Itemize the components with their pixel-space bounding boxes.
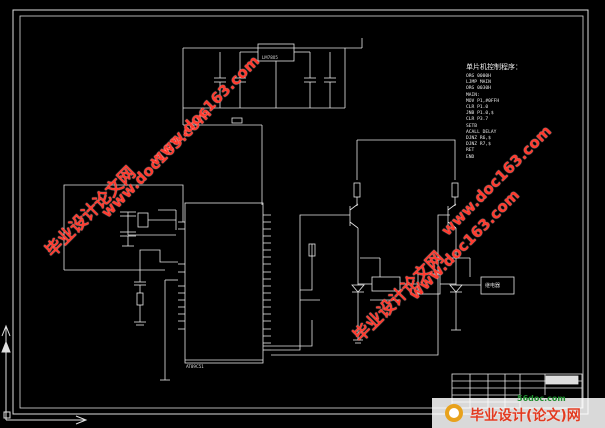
site-logo-banner	[432, 398, 605, 428]
program-line: DJNZ R6,$	[466, 136, 491, 141]
program-line: RET	[466, 148, 475, 154]
inner-frame	[19, 15, 584, 409]
outer-frame	[12, 9, 589, 415]
regulator-label: LM7805	[262, 55, 278, 60]
microcontroller-chip	[184, 202, 264, 364]
power-supply-section	[182, 38, 363, 205]
relay-label: 继电器	[485, 283, 501, 289]
mcu-pins	[178, 214, 271, 351]
program-title: 单片机控制程序：	[466, 63, 522, 71]
program-line: LJMP MAIN	[466, 80, 491, 86]
program-line: ORG 0000H	[466, 74, 491, 79]
relay	[358, 257, 515, 301]
filter-capacitor	[304, 52, 316, 108]
program-line: ACALL DELAY	[466, 129, 497, 135]
crystal-oscillator	[63, 184, 184, 271]
program-line: MAIN:	[466, 92, 480, 98]
program-line: DJNZ R7,$	[466, 142, 491, 148]
program-line: SETB	[466, 123, 478, 129]
program-line: MOV P1,#0FFH	[466, 98, 500, 104]
program-line: ORG 0030H	[466, 86, 491, 92]
ucs-icon	[1, 324, 88, 425]
filter-capacitor	[214, 52, 226, 108]
reset-circuit	[134, 249, 178, 381]
filter-capacitor	[324, 52, 336, 108]
program-line: CLR P1.0	[466, 105, 489, 110]
resistor	[231, 117, 243, 124]
output-wiring	[263, 214, 450, 356]
mcu-label: AT89C51	[186, 364, 204, 369]
program-line: END	[466, 154, 475, 160]
filter-capacitor	[234, 52, 246, 108]
program-line: JNB P1.0,$	[466, 111, 494, 117]
logo-url: 56doc.com	[517, 394, 566, 403]
program-line: CLR P3.7	[466, 117, 489, 123]
logo-text: 毕业设计(论文)网	[470, 408, 581, 424]
transistor-stage-left	[349, 139, 456, 344]
